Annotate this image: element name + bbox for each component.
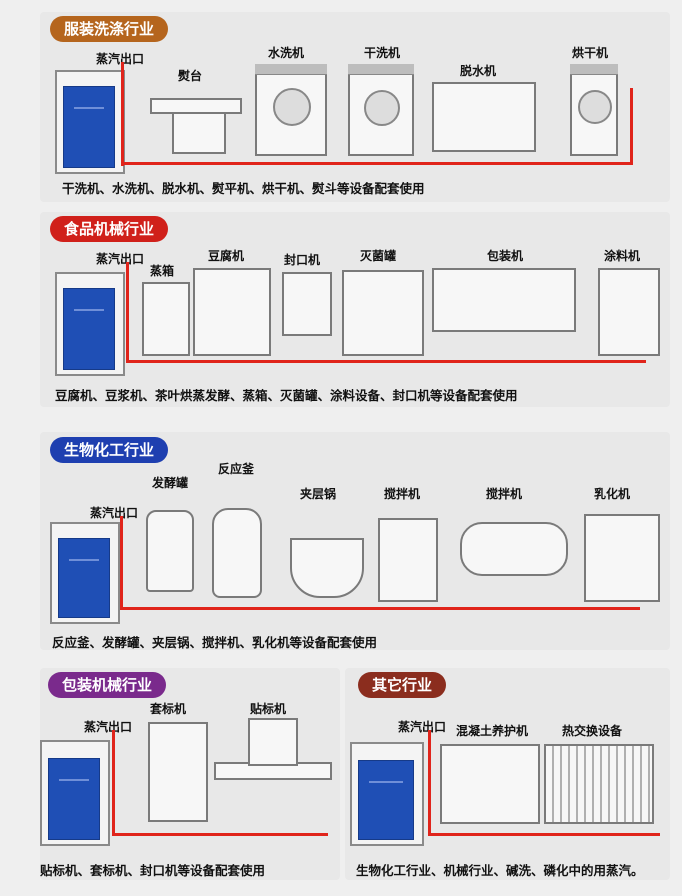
section-caption-bio: 反应釜、发酵罐、夹层锅、搅拌机、乳化机等设备配套使用 <box>52 635 378 650</box>
steam-pipe <box>120 516 123 610</box>
steam-boiler <box>50 522 120 624</box>
steam-pipe <box>428 833 660 836</box>
coating-machine <box>598 268 660 356</box>
steam-outlet-label: 蒸汽出口 <box>96 252 145 266</box>
sterilization-tank <box>342 270 424 356</box>
horizontal-mixer <box>460 522 568 576</box>
steam-outlet-label: 蒸汽出口 <box>84 720 133 734</box>
machine-label: 混凝土养护机 <box>456 724 529 738</box>
machine-label: 反应釜 <box>218 462 255 476</box>
machine-label: 封口机 <box>284 253 321 267</box>
machine-label: 包装机 <box>487 249 524 263</box>
steam-pipe <box>126 262 129 362</box>
machine-label: 套标机 <box>150 702 187 716</box>
steam-boiler <box>40 740 110 846</box>
machine-label: 烘干机 <box>572 46 609 60</box>
machine-label: 搅拌机 <box>486 487 523 501</box>
machine-label: 夹层锅 <box>300 487 337 501</box>
machine-label: 贴标机 <box>250 702 287 716</box>
jacketed-kettle <box>290 538 364 598</box>
steam-pipe <box>121 62 124 166</box>
packaging-machine <box>432 268 576 332</box>
heat-exchanger <box>544 744 654 824</box>
sealing-machine <box>282 272 332 336</box>
steam-boiler <box>55 272 125 376</box>
steam-outlet-label: 蒸汽出口 <box>96 52 145 66</box>
section-title-food: 食品机械行业 <box>50 216 169 242</box>
sleeve-labeling-machine <box>148 722 208 822</box>
steam-pipe <box>112 833 328 836</box>
labeling-machine-head <box>248 718 298 766</box>
steam-boiler <box>350 742 424 846</box>
tumble-dryer <box>570 64 618 156</box>
section-title-clothing: 服装洗涤行业 <box>50 16 169 42</box>
section-caption-other: 生物化工行业、机械行业、碱洗、磷化中的用蒸汽。 <box>356 863 644 878</box>
emulsifier <box>584 514 660 602</box>
steam-outlet-label: 蒸汽出口 <box>90 506 139 520</box>
machine-label: 发酵罐 <box>152 476 189 490</box>
machine-label: 脱水机 <box>460 64 497 78</box>
section-caption-food: 豆腐机、豆浆机、茶叶烘蒸发酵、蒸箱、灭菌罐、涂料设备、封口机等设备配套使用 <box>55 388 518 403</box>
section-title-other: 其它行业 <box>358 672 447 698</box>
machine-label: 水洗机 <box>268 46 305 60</box>
section-caption-packaging: 贴标机、套标机、封口机等设备配套使用 <box>40 863 266 878</box>
steam-cabinet <box>142 282 190 356</box>
steam-pipe <box>120 607 640 610</box>
washing-machine <box>255 64 327 156</box>
machine-label: 蒸箱 <box>150 264 175 278</box>
machine-label: 灭菌罐 <box>360 249 397 263</box>
machine-label: 涂料机 <box>604 249 641 263</box>
steam-boiler <box>55 70 125 174</box>
ironing-table-base <box>172 112 226 154</box>
machine-label: 乳化机 <box>594 487 631 501</box>
machine-label: 干洗机 <box>364 46 401 60</box>
machine-label: 搅拌机 <box>384 487 421 501</box>
section-title-bio: 生物化工行业 <box>50 437 169 463</box>
steam-outlet-label: 蒸汽出口 <box>398 720 447 734</box>
reactor-kettle <box>212 508 262 598</box>
fermentation-tank <box>146 510 194 592</box>
mixer <box>378 518 438 602</box>
section-caption-clothing: 干洗机、水洗机、脱水机、熨平机、烘干机、熨斗等设备配套使用 <box>62 181 425 196</box>
dry-cleaning-machine <box>348 64 414 156</box>
spin-dryer <box>432 82 536 152</box>
steam-pipe <box>121 162 633 165</box>
steam-pipe <box>126 360 646 363</box>
machine-label: 热交换设备 <box>562 724 623 738</box>
concrete-curing-machine <box>440 744 540 824</box>
section-title-packaging: 包装机械行业 <box>48 672 167 698</box>
steam-pipe <box>112 730 115 836</box>
machine-label: 豆腐机 <box>208 249 245 263</box>
machine-label: 熨台 <box>178 69 203 83</box>
steam-pipe <box>630 88 633 165</box>
steam-pipe <box>428 730 431 836</box>
tofu-machine <box>193 268 271 356</box>
